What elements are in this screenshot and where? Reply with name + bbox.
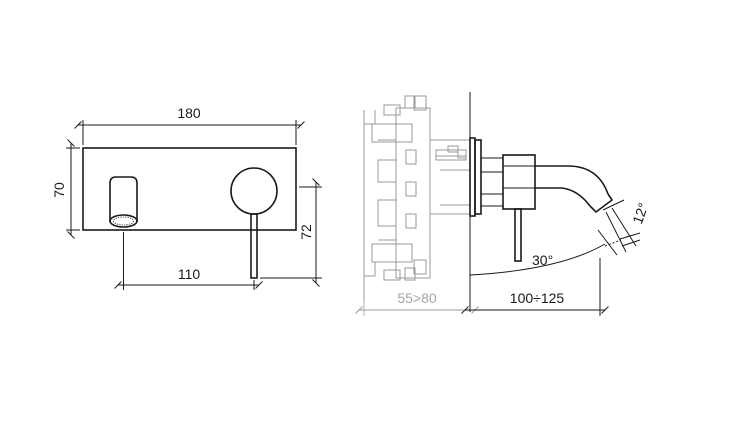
spout-outlet [109, 176, 138, 228]
spout-side [480, 154, 625, 214]
dim-width-label: 180 [177, 105, 201, 121]
angle-swing-label: 30° [532, 252, 553, 268]
faceplate-outline [82, 147, 297, 231]
concealed-valve-body [363, 95, 471, 310]
faceplate-side [469, 137, 482, 217]
dim-spout-to-lever-label: 110 [178, 266, 201, 282]
lever-side [514, 208, 522, 262]
dim-height-label: 70 [51, 182, 67, 198]
dim-projection-label: 100÷125 [510, 290, 565, 306]
front-view: 180 70 110 72 [51, 105, 322, 290]
side-view: 30° 12° 55>80 100÷125 [355, 92, 651, 316]
mixer-knob [230, 167, 278, 215]
dim-lever-drop-label: 72 [298, 224, 314, 240]
angle-tilt-label: 12° [629, 201, 651, 226]
mixer-lever [250, 213, 258, 279]
dim-wall-depth-label: 55>80 [397, 290, 437, 306]
